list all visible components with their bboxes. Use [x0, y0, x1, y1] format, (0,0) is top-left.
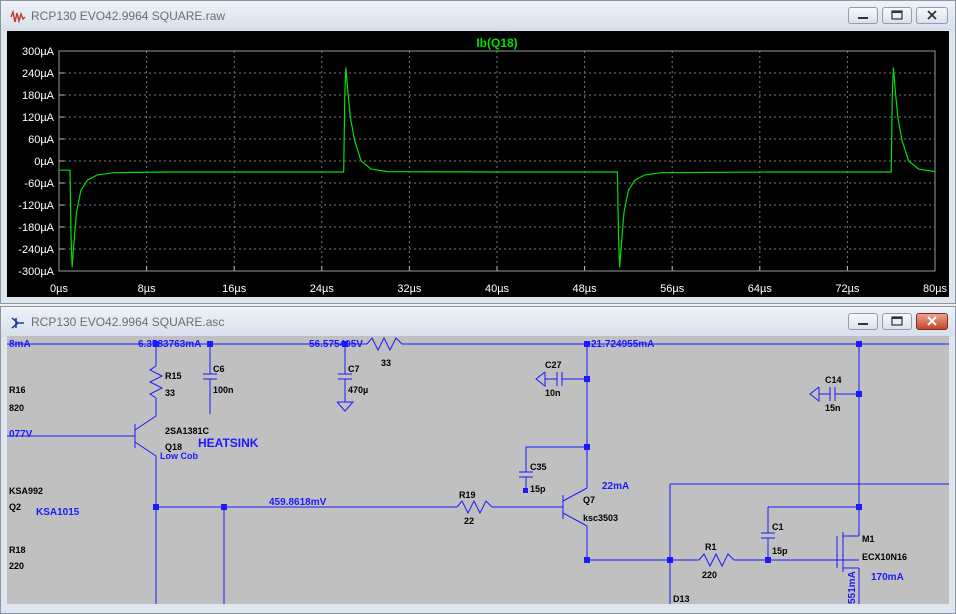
- schematic-titlebar[interactable]: RCP130 EVO42.9964 SQUARE.asc: [1, 307, 955, 337]
- q18-model: 2SA1381C: [165, 426, 210, 436]
- y-tick-label: -240µA: [18, 244, 54, 256]
- waveform-plot-area[interactable]: 300µA 240µA 180µA 120µA 60µA 0µA -60µA -120µA -1…: [7, 31, 949, 297]
- x-tick-label: 16µs: [222, 283, 247, 295]
- net-label: 6.3583763mA: [138, 339, 201, 350]
- r15-name: R15: [165, 371, 182, 381]
- c7-name: C7: [348, 364, 360, 374]
- y-tick-label: 240µA: [22, 68, 55, 80]
- minimize-button[interactable]: [848, 313, 878, 330]
- trace-label[interactable]: Ib(Q18): [476, 36, 517, 50]
- x-tick-label: 72µs: [835, 283, 860, 295]
- x-tick-label: 64µs: [748, 283, 773, 295]
- y-tick-label: 180µA: [22, 90, 55, 102]
- c7-value: 470µ: [348, 385, 368, 395]
- x-tick-label: 24µs: [310, 283, 335, 295]
- maximize-icon: [891, 316, 903, 326]
- c27-name: C27: [545, 360, 562, 370]
- c1-value: 15p: [772, 546, 788, 556]
- y-tick-label: -300µA: [18, 266, 54, 278]
- c35-name: C35: [530, 462, 547, 472]
- net-label: 459.8618mV: [269, 497, 327, 508]
- minimize-button[interactable]: [848, 7, 878, 24]
- heatsink-label: HEATSINK: [198, 436, 259, 450]
- r18-value: 220: [9, 561, 24, 571]
- waveform-app-icon: [10, 10, 26, 24]
- net-label: 8mA: [9, 339, 31, 350]
- net-label: 170mA: [871, 572, 904, 583]
- waveform-titlebar[interactable]: RCP130 EVO42.9964 SQUARE.raw: [1, 1, 955, 31]
- q7-name: Q7: [583, 495, 595, 505]
- q2-model: KSA992: [9, 486, 43, 496]
- c6-value: 100n: [213, 385, 234, 395]
- x-tick-label: 56µs: [660, 283, 685, 295]
- net-labels: 8mA 6.3583763mA 56.575405V 21.724955mA 0…: [9, 339, 904, 604]
- minimize-icon: [858, 17, 868, 19]
- net-label: 551mA: [847, 571, 858, 604]
- schematic-window: RCP130 EVO42.9964 SQUARE.asc: [0, 306, 956, 614]
- r19-value: 22: [464, 516, 474, 526]
- c14-value: 15n: [825, 403, 841, 413]
- y-tick-label: -120µA: [18, 200, 54, 212]
- series-line-ib-q18[interactable]: [59, 67, 936, 268]
- close-button[interactable]: [916, 313, 948, 330]
- close-button[interactable]: [916, 7, 948, 24]
- maximize-button[interactable]: [882, 7, 912, 24]
- component-alt: KSA1015: [36, 507, 80, 518]
- plot-frame: [58, 50, 936, 272]
- r-top-value: 33: [381, 358, 391, 368]
- close-icon: [927, 316, 937, 326]
- y-tick-label: -60µA: [24, 178, 54, 190]
- maximize-button[interactable]: [882, 313, 912, 330]
- window-title: RCP130 EVO42.9964 SQUARE.raw: [31, 9, 226, 23]
- q18-name: Q18: [165, 442, 182, 452]
- r15-value: 33: [165, 388, 175, 398]
- r16-name: R16: [9, 385, 26, 395]
- c14-name: C14: [825, 375, 842, 385]
- r1-value: 220: [702, 570, 717, 580]
- net-label: 21.724955mA: [591, 339, 654, 350]
- r19-name: R19: [459, 490, 476, 500]
- component-note: Low Cob: [160, 451, 198, 461]
- schematic-drawing[interactable]: 8mA 6.3583763mA 56.575405V 21.724955mA 0…: [7, 336, 949, 604]
- junctions: [153, 341, 862, 563]
- y-tick-label: 0µA: [34, 156, 54, 168]
- x-tick-label: 0µs: [50, 283, 68, 295]
- window-title: RCP130 EVO42.9964 SQUARE.asc: [31, 315, 225, 329]
- x-tick-label: 8µs: [138, 283, 156, 295]
- r1-name: R1: [705, 542, 717, 552]
- schematic-canvas[interactable]: 8mA 6.3583763mA 56.575405V 21.724955mA 0…: [7, 336, 949, 604]
- c35-value: 15p: [530, 484, 546, 494]
- x-tick-label: 32µs: [397, 283, 422, 295]
- m1-name: M1: [862, 534, 875, 544]
- c1-name: C1: [772, 522, 784, 532]
- x-tick-label: 40µs: [485, 283, 510, 295]
- y-tick-label: 120µA: [22, 112, 55, 124]
- net-label: 56.575405V: [309, 339, 363, 350]
- close-icon: [927, 10, 937, 20]
- c27-value: 10n: [545, 388, 561, 398]
- y-tick-label: 300µA: [22, 46, 55, 58]
- waveform-window: RCP130 EVO42.9964 SQUARE.raw 300µA 240µA 1…: [0, 0, 956, 304]
- net-label: 077V: [9, 429, 33, 440]
- waveform-chart[interactable]: 300µA 240µA 180µA 120µA 60µA 0µA -60µA -120µA -1…: [7, 31, 949, 297]
- x-tick-label: 80µs: [923, 283, 948, 295]
- q2-name: Q2: [9, 502, 21, 512]
- c6-name: C6: [213, 364, 225, 374]
- r18-name: R18: [9, 545, 26, 555]
- q7-model: ksc3503: [583, 513, 618, 523]
- x-tick-label: 48µs: [573, 283, 598, 295]
- y-tick-label: 60µA: [28, 134, 55, 146]
- net-label: 22mA: [602, 481, 629, 492]
- d13-name: D13: [673, 594, 690, 604]
- component-labels: R16 820 R15 33 C6 100n C7 470µ 33 C27 10…: [9, 358, 907, 604]
- wires: [7, 336, 949, 604]
- r16-value: 820: [9, 403, 24, 413]
- maximize-icon: [891, 10, 903, 20]
- schematic-app-icon: [11, 317, 24, 329]
- m1-model: ECX10N16: [862, 552, 907, 562]
- minimize-icon: [858, 323, 868, 325]
- y-tick-label: -180µA: [18, 222, 54, 234]
